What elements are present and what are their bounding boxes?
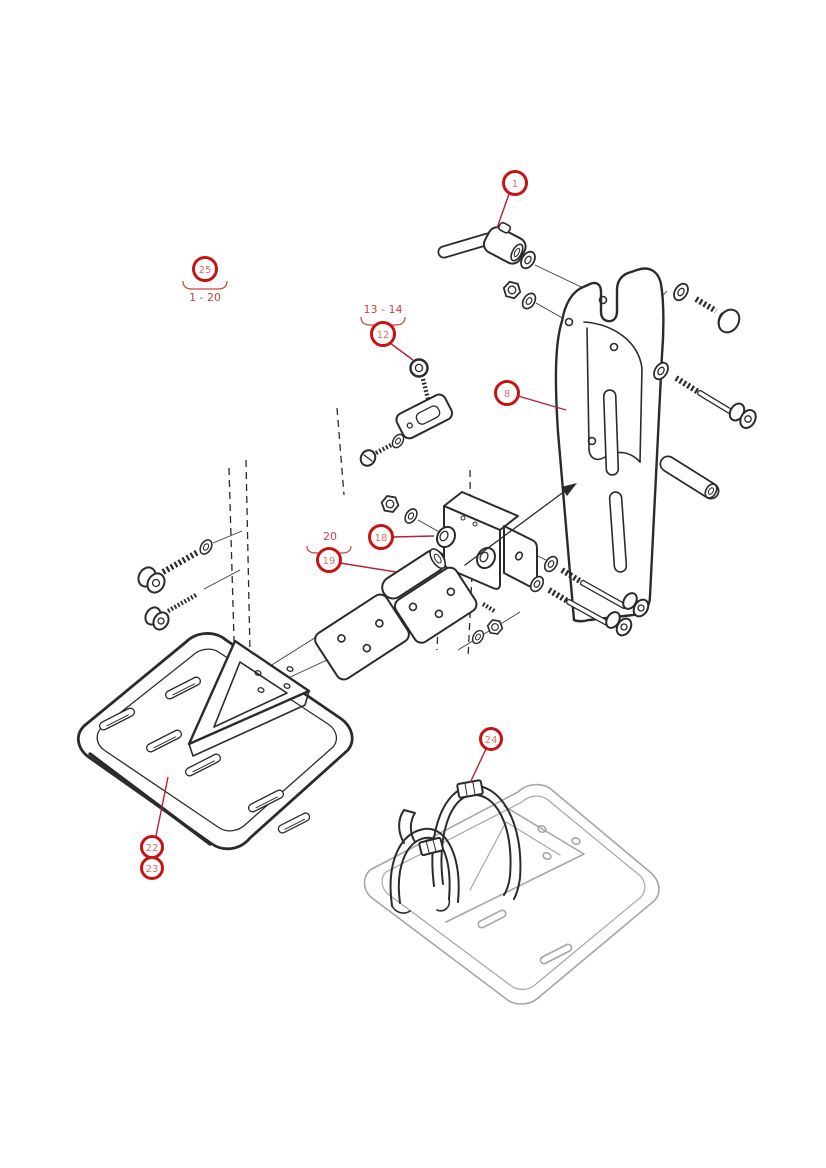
part-footplate: [76, 632, 354, 851]
part-footplate-with-straps: [363, 779, 660, 1005]
callout-18[interactable]: 18: [368, 524, 435, 550]
callout-19[interactable]: 20 19: [306, 530, 397, 573]
part-clamp-lever: [437, 221, 539, 272]
part-socket-bolts-lower: [527, 553, 650, 637]
callout-24[interactable]: 24: [469, 727, 503, 784]
callout-24-number[interactable]: 24: [485, 735, 498, 746]
part-socket-bolt-upper: [650, 359, 757, 429]
callout-12-number[interactable]: 12: [377, 330, 390, 341]
part-left-bolts: [137, 537, 216, 631]
footplate-slots: [98, 676, 311, 834]
foot-straps: [389, 779, 522, 914]
callout-1-number[interactable]: 1: [512, 179, 518, 190]
callout-8-number[interactable]: 8: [504, 389, 510, 400]
callout-18-number[interactable]: 18: [375, 533, 388, 544]
callout-19-number[interactable]: 19: [323, 556, 336, 567]
assembly-direction-arrow: [464, 483, 577, 566]
part-small-fasteners: [469, 602, 505, 647]
callout-25-number[interactable]: 25: [199, 265, 212, 276]
callout-1[interactable]: 1: [496, 170, 528, 229]
part-locknut-washer-top: [501, 279, 539, 312]
callout-22[interactable]: 22: [140, 776, 169, 859]
callout-12-range: 13 - 14: [364, 303, 403, 316]
callout-12[interactable]: 13 - 14 12: [360, 303, 414, 361]
callout-19-range: 20: [323, 530, 337, 543]
part-latch-plate: [395, 393, 453, 440]
part-nut-washer-pivot: [379, 494, 421, 526]
part-backing-plate: [314, 593, 410, 681]
bushing-front: [436, 525, 456, 549]
part-clamp-plate-with-roller: [381, 548, 478, 644]
callout-25-range: 1 - 20: [189, 291, 221, 304]
callout-23[interactable]: 23: [140, 856, 164, 880]
part-hanger-bracket: [554, 267, 665, 623]
callout-22-number[interactable]: 22: [146, 843, 159, 854]
part-screw-washer-latch: [359, 431, 407, 467]
callout-23-number[interactable]: 23: [146, 864, 159, 875]
footplate-riser: [187, 639, 311, 757]
part-spacer-tube: [659, 455, 720, 500]
callout-8[interactable]: 8: [494, 380, 567, 411]
callout-25[interactable]: 25 1 - 20: [182, 256, 228, 305]
part-carriage-bolt: [670, 280, 741, 334]
